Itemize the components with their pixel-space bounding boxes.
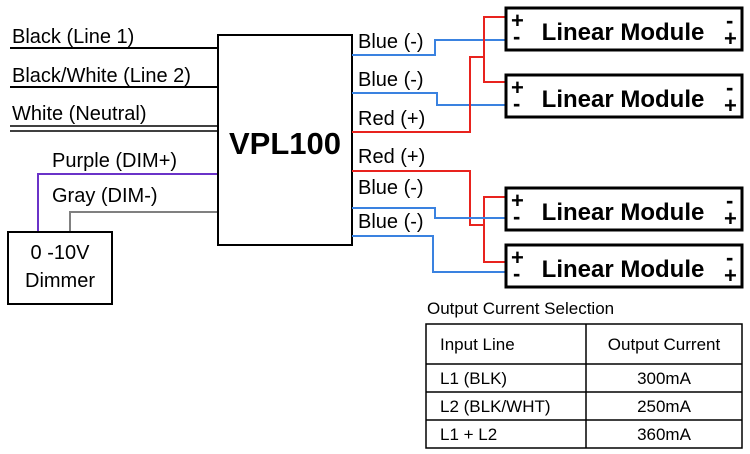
blue-output-label-1: Blue (-) bbox=[358, 31, 424, 53]
purple-dim-plus-wire bbox=[37, 173, 218, 232]
black-white-line2-label: Black/White (Line 2) bbox=[12, 65, 191, 87]
red-output-label-2: Red (+) bbox=[358, 146, 425, 168]
table-caption: Output Current Selection bbox=[427, 299, 614, 318]
white-neutral-label: White (Neutral) bbox=[12, 103, 146, 125]
table-row-2-input: L2 (BLK/WHT) bbox=[440, 397, 551, 416]
dimmer-label-line1: 0 -10V bbox=[31, 242, 91, 264]
black-line1-label: Black (Line 1) bbox=[12, 26, 134, 48]
linear-module-2: + - Linear Module - + bbox=[504, 73, 744, 119]
linear-module-4: + - Linear Module - + bbox=[504, 243, 744, 289]
blue-output-wire-2 bbox=[352, 92, 506, 106]
vpl100-driver-box bbox=[217, 34, 353, 246]
table-header-input-line: Input Line bbox=[440, 335, 515, 354]
red-output-label-1: Red (+) bbox=[358, 108, 425, 130]
vpl100-label: VPL100 bbox=[229, 126, 341, 161]
dimmer-box bbox=[7, 231, 113, 305]
module-4-label: Linear Module bbox=[542, 256, 705, 283]
module-2-left-minus: - bbox=[513, 91, 520, 116]
module-1-right-plus: + bbox=[724, 26, 737, 51]
table-row-3-input: L1 + L2 bbox=[440, 425, 497, 444]
blue-output-wire-1 bbox=[352, 39, 506, 56]
module-3-right-minus: - bbox=[726, 188, 733, 213]
module-2-right-plus: + bbox=[724, 93, 737, 118]
table-row-1-current: 300mA bbox=[637, 369, 692, 388]
module-1-right-minus: - bbox=[726, 8, 733, 33]
module-4-right-minus: - bbox=[726, 245, 733, 270]
linear-module-3: + - Linear Module - + bbox=[504, 186, 744, 232]
module-3-label: Linear Module bbox=[542, 199, 705, 226]
module-4-right-plus: + bbox=[724, 263, 737, 288]
table-header-output-current: Output Current bbox=[608, 335, 721, 354]
module-3-right-plus: + bbox=[724, 206, 737, 231]
blue-output-label-4: Blue (-) bbox=[358, 211, 424, 233]
red-output-wire-1 bbox=[352, 56, 484, 133]
purple-dim-plus-label: Purple (DIM+) bbox=[52, 150, 177, 172]
module-1-left-minus: - bbox=[513, 24, 520, 49]
gray-dim-minus-wire bbox=[69, 211, 218, 232]
red-bus-lower bbox=[483, 196, 506, 263]
blue-output-label-3: Blue (-) bbox=[358, 177, 424, 199]
module-2-label: Linear Module bbox=[542, 86, 705, 113]
gray-dim-minus-label: Gray (DIM-) bbox=[52, 185, 158, 207]
module-4-left-minus: - bbox=[513, 261, 520, 286]
module-1-left-plus: + bbox=[511, 8, 524, 33]
module-3-left-minus: - bbox=[513, 204, 520, 229]
table-row-1-input: L1 (BLK) bbox=[440, 369, 507, 388]
dimmer-label-line2: Dimmer bbox=[25, 270, 95, 292]
module-3-left-plus: + bbox=[511, 188, 524, 213]
blue-output-wire-3 bbox=[352, 207, 506, 219]
blue-output-label-2: Blue (-) bbox=[358, 69, 424, 91]
red-bus-upper bbox=[483, 16, 506, 83]
red-output-wire-2 bbox=[352, 170, 484, 226]
module-2-left-plus: + bbox=[511, 75, 524, 100]
module-2-right-minus: - bbox=[726, 75, 733, 100]
blue-output-wire-4 bbox=[352, 235, 506, 273]
table-row-3-current: 360mA bbox=[637, 425, 692, 444]
output-current-table: Input Line Output Current L1 (BLK) 300mA… bbox=[425, 323, 743, 449]
module-4-left-plus: + bbox=[511, 245, 524, 270]
table-row-2-current: 250mA bbox=[637, 397, 692, 416]
module-1-label: Linear Module bbox=[542, 19, 705, 46]
linear-module-1: + - Linear Module - + bbox=[504, 6, 744, 52]
